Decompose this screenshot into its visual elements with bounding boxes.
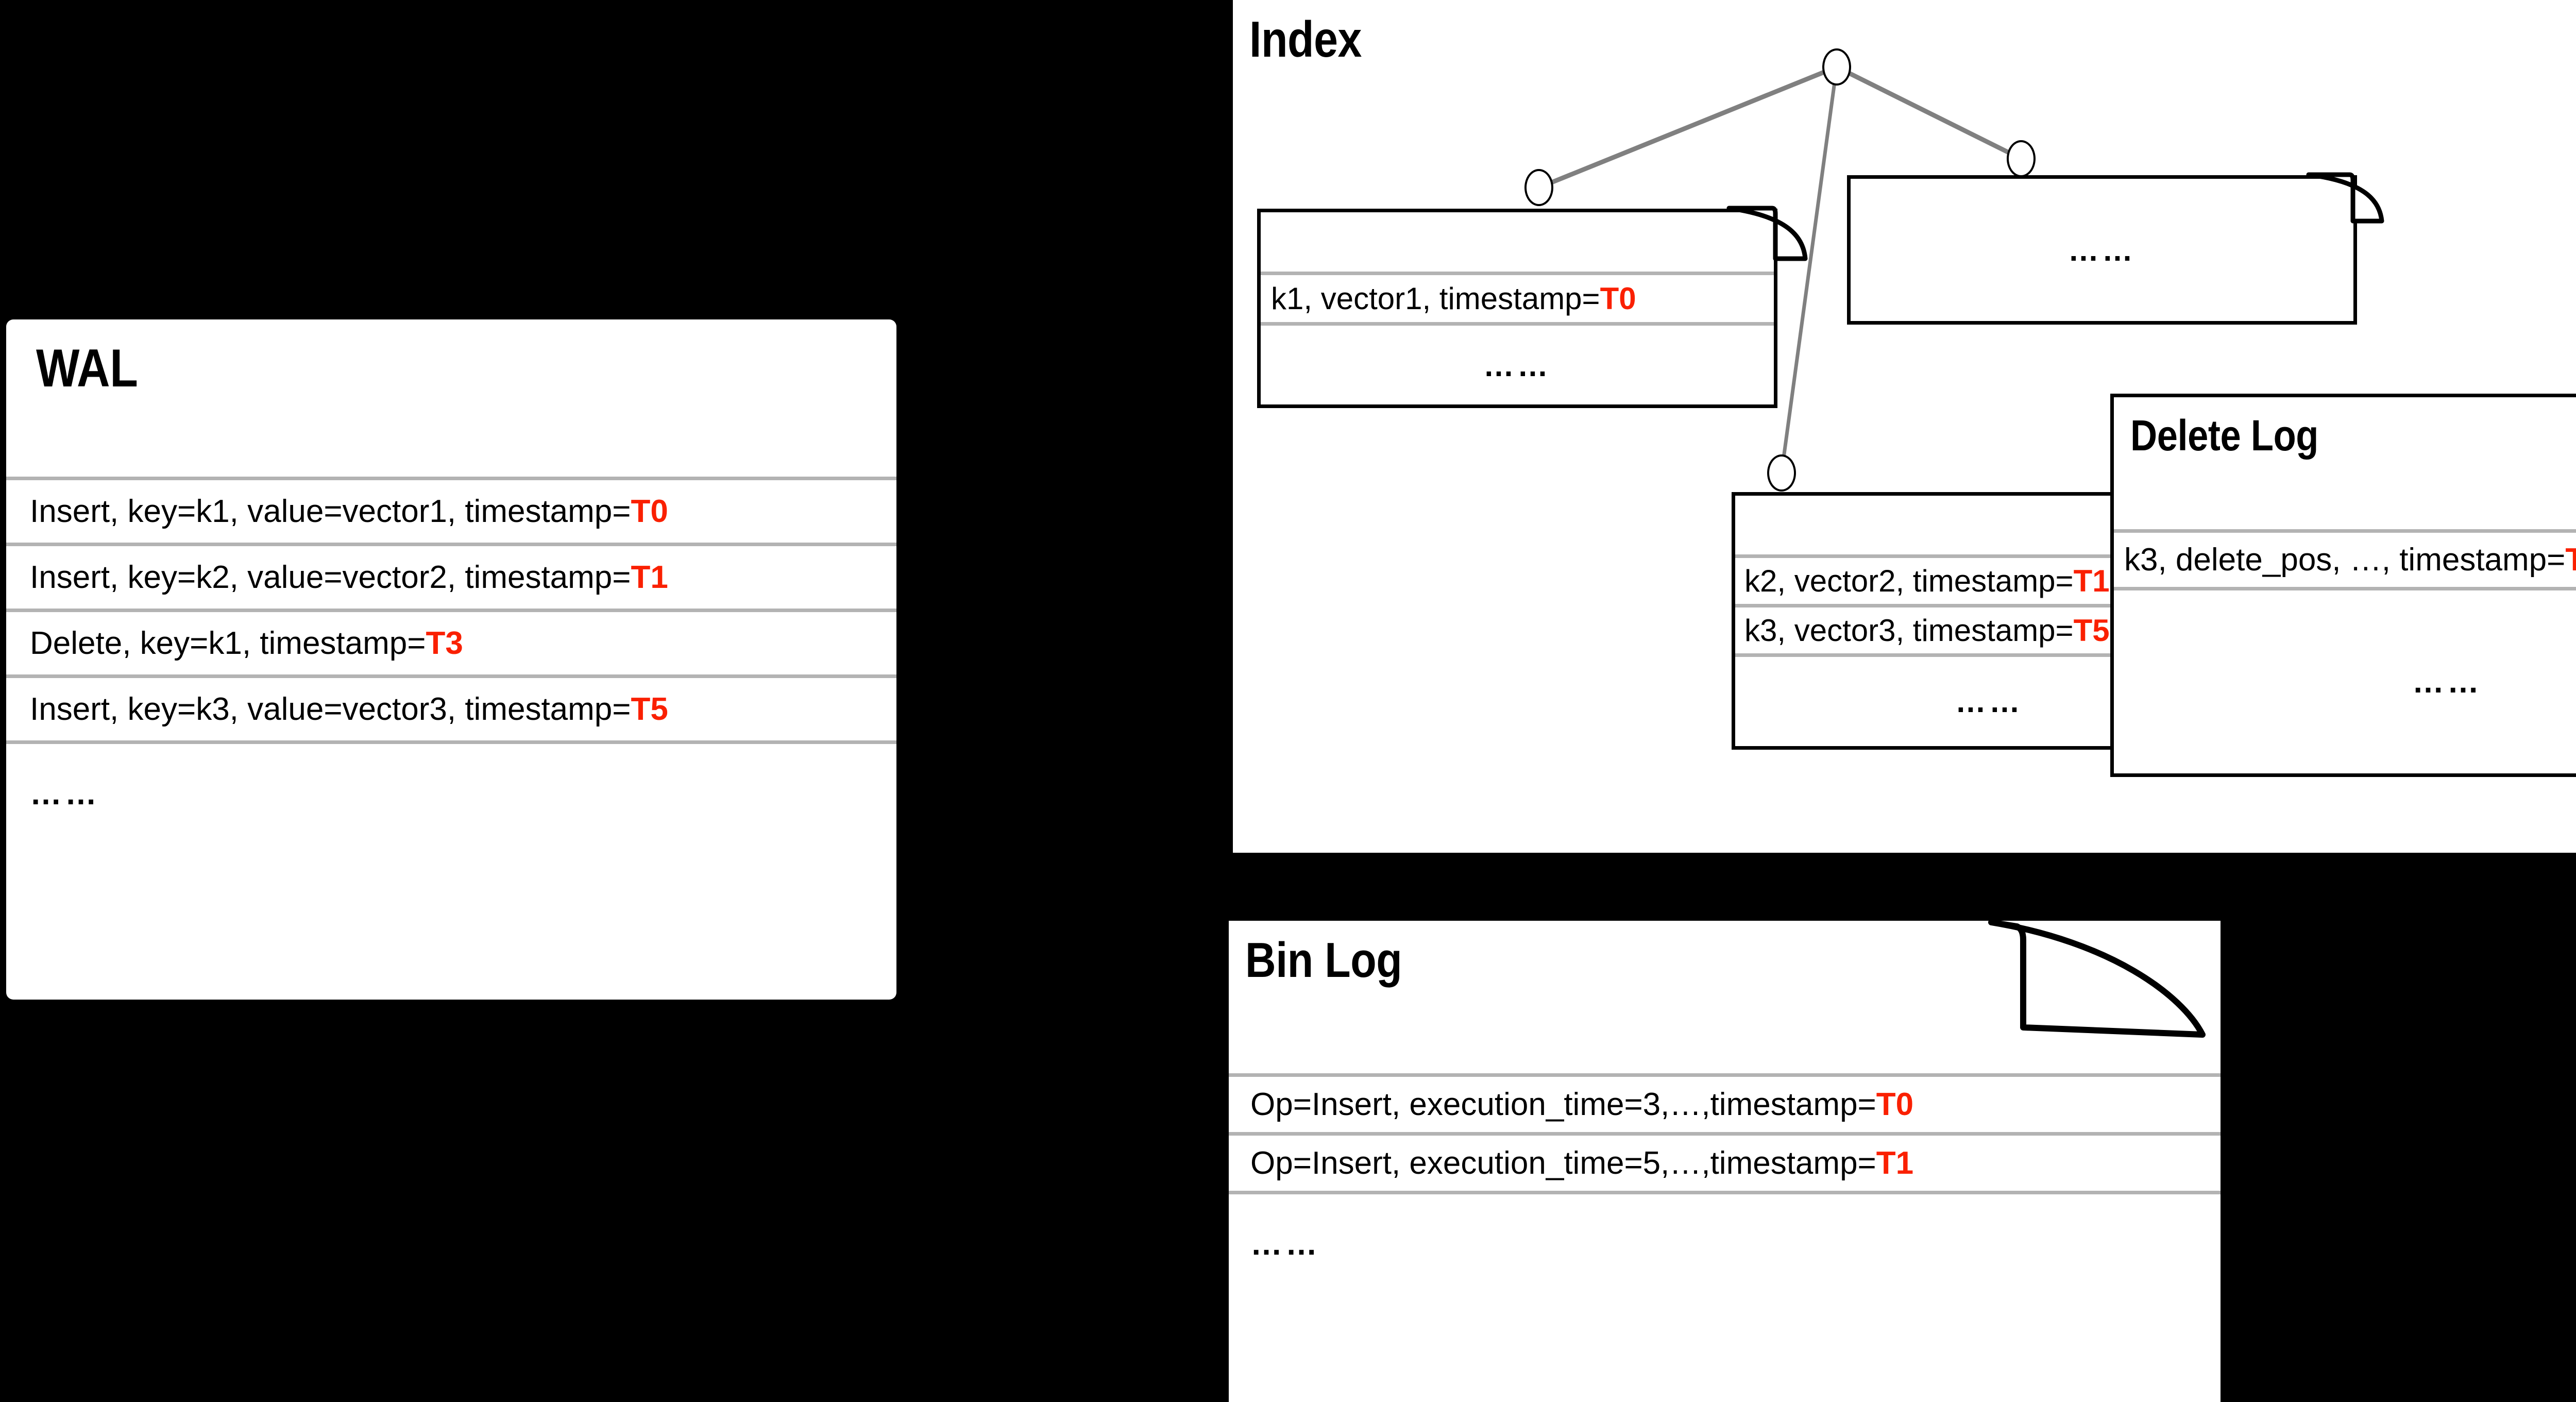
delete-log-title: Delete Log <box>2130 411 2318 460</box>
index-card-ellipsis-row-0: …… <box>1851 179 2353 321</box>
row-timestamp: T3 <box>2565 542 2576 578</box>
bin-log-entry-2: …… <box>1229 1191 2221 1294</box>
index-title: Index <box>1249 11 1362 67</box>
row-text: Op=Insert, execution_time=5,…,timestamp= <box>1250 1145 1876 1181</box>
row-text: …… <box>1483 348 1551 383</box>
wal-entry-2: Delete, key=k1, timestamp=T3 <box>6 609 896 674</box>
row-text: k3, vector3, timestamp= <box>1744 613 2074 648</box>
index-card-k1-row-0: k1, vector1, timestamp=T0 <box>1261 272 1774 322</box>
bin-log-entry-1: Op=Insert, execution_time=5,…,timestamp=… <box>1229 1132 2221 1191</box>
row-timestamp: T1 <box>1876 1145 1914 1181</box>
wal-entry-text: Insert, key=k3, value=vector3, timestamp… <box>30 691 631 727</box>
index-card-ellipsis: …… <box>1847 175 2357 325</box>
index-card-k2-row-0: k2, vector2, timestamp=T1 <box>1735 554 2243 604</box>
wal-entry-text: …… <box>30 776 100 812</box>
wal-entry-1: Insert, key=k2, value=vector2, timestamp… <box>6 543 896 609</box>
index-card-k2-row-1: k3, vector3, timestamp=T5 <box>1735 604 2243 653</box>
row-text: k3, delete_pos, …, timestamp= <box>2124 542 2566 578</box>
row-timestamp: T1 <box>2073 564 2110 598</box>
wal-title: WAL <box>36 339 138 398</box>
delete-log-entry-0: k3, delete_pos, …, timestamp=T3 <box>2114 529 2576 587</box>
delete-log-entry-1: …… <box>2114 587 2576 773</box>
root-node[interactable] <box>1822 48 1851 86</box>
wal-panel: WAL Insert, key=k1, value=vector1, times… <box>6 319 896 1000</box>
wal-entry-timestamp: T3 <box>426 626 463 661</box>
wal-entry-text: Delete, key=k1, timestamp= <box>30 626 426 661</box>
row-timestamp: T0 <box>1600 281 1636 316</box>
row-timestamp: T0 <box>1876 1087 1914 1122</box>
wal-entry-text: Insert, key=k2, value=vector2, timestamp… <box>30 560 631 595</box>
index-panel: Index k1, vector1, timestamp=T0 …… …… <box>1233 0 2576 853</box>
row-text: k2, vector2, timestamp= <box>1744 564 2074 598</box>
row-text: Op=Insert, execution_time=3,…,timestamp= <box>1250 1087 1876 1122</box>
wal-entry-3: Insert, key=k3, value=vector3, timestamp… <box>6 674 896 740</box>
right-child-node[interactable] <box>2007 140 2036 177</box>
wal-entry-timestamp: T1 <box>631 560 668 595</box>
wal-entry-timestamp: T0 <box>631 494 668 529</box>
wal-entry-0: Insert, key=k1, value=vector1, timestamp… <box>6 477 896 543</box>
row-timestamp: T5 <box>2073 613 2110 648</box>
bin-log-panel: Bin Log Op=Insert, execution_time=3,…,ti… <box>1229 921 2221 1402</box>
row-text: k1, vector1, timestamp= <box>1271 281 1600 316</box>
row-text: …… <box>1250 1226 1320 1262</box>
index-card-k2-row-2: …… <box>1735 653 2243 746</box>
left-child-node[interactable] <box>1524 169 1553 206</box>
row-text: …… <box>2068 232 2136 267</box>
index-card-k1: k1, vector1, timestamp=T0 …… <box>1257 209 1777 408</box>
center-child-node[interactable] <box>1767 454 1796 492</box>
bin-log-entry-0: Op=Insert, execution_time=3,…,timestamp=… <box>1229 1073 2221 1132</box>
bin-log-title: Bin Log <box>1245 933 1402 988</box>
delete-log-panel: Delete Log k3, delete_pos, …, timestamp=… <box>2110 394 2576 777</box>
index-card-k1-row-1: …… <box>1261 322 1774 405</box>
wal-entry-timestamp: T5 <box>631 691 668 727</box>
wal-entry-4: …… <box>6 740 896 843</box>
row-text: …… <box>2412 664 2482 700</box>
wal-entry-text: Insert, key=k1, value=vector1, timestamp… <box>30 494 631 529</box>
row-text: …… <box>1955 684 2023 719</box>
